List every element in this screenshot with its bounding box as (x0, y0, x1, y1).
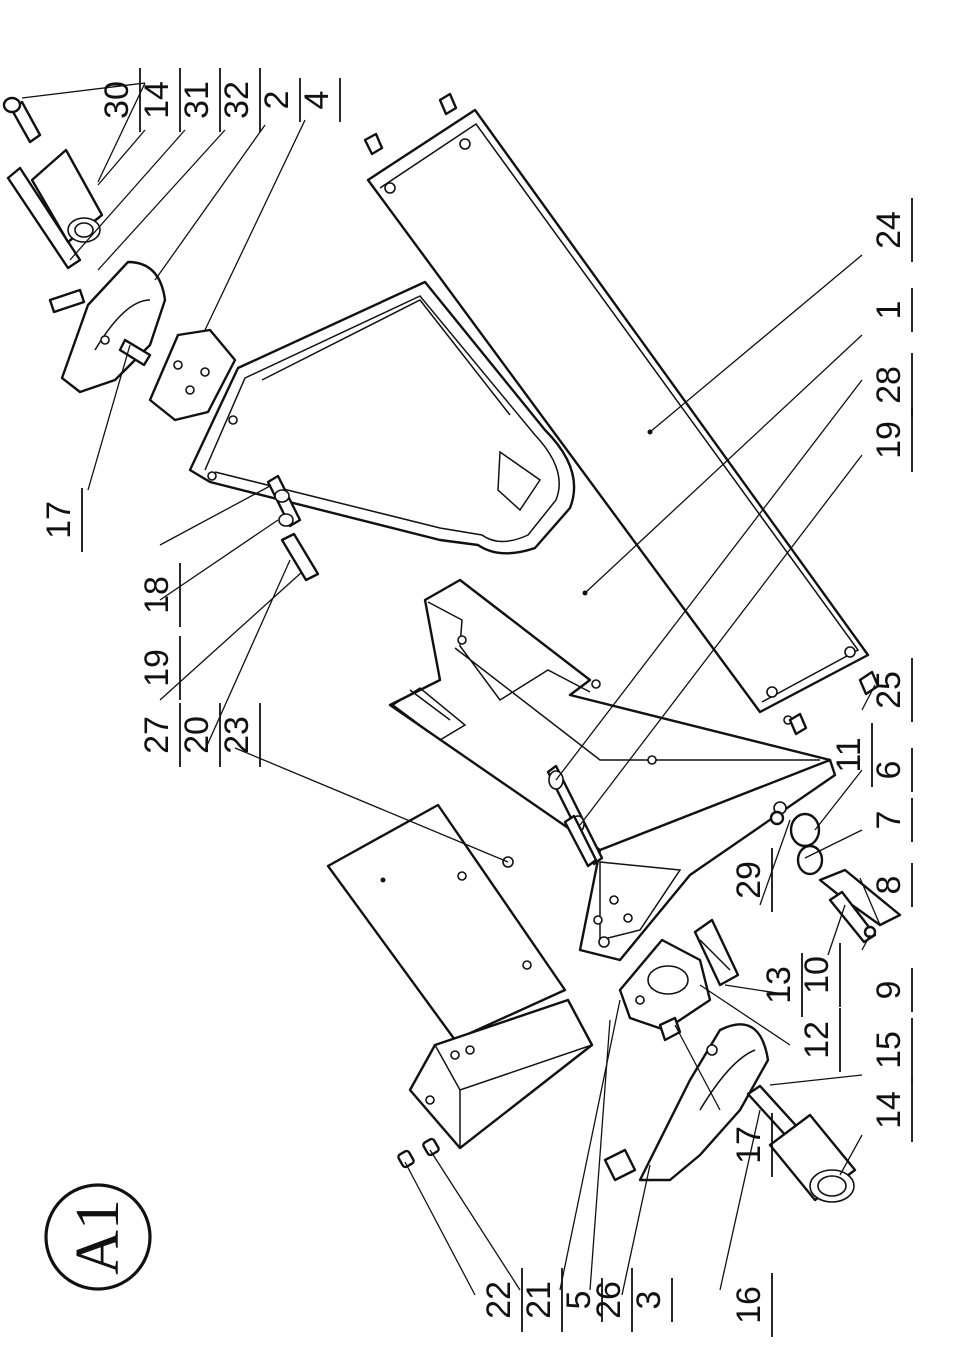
part-5-housing (408, 998, 594, 1150)
callout-10: 10 (798, 956, 836, 994)
callout-17b: 17 (730, 1126, 768, 1164)
callout-7: 7 (870, 811, 908, 830)
part-4-upper-plate (148, 328, 237, 422)
callout-14a: 14 (138, 81, 176, 119)
callout-17a: 17 (40, 501, 78, 539)
callout-13: 13 (760, 966, 798, 1004)
callout-24: 24 (870, 211, 908, 249)
callout-22: 22 (480, 1281, 518, 1319)
part-23-cover (326, 803, 567, 1042)
callout-25: 25 (870, 671, 908, 709)
part-1-front-face (578, 758, 837, 962)
drawing-badge: A1 (44, 1183, 152, 1291)
callout-16: 16 (730, 1286, 768, 1324)
callout-27: 27 (138, 716, 176, 754)
callout-31: 31 (178, 81, 216, 119)
callout-4: 4 (298, 91, 336, 110)
callout-8: 8 (870, 876, 908, 895)
callout-5: 5 (560, 1291, 598, 1310)
callout-15: 15 (870, 1031, 908, 1069)
part-2-upper-arm (60, 260, 167, 394)
callout-11: 11 (830, 737, 868, 772)
callout-6: 6 (870, 761, 908, 780)
callout-18: 18 (138, 576, 176, 614)
callout-30: 30 (98, 81, 136, 119)
callout-23: 23 (218, 716, 256, 754)
callout-14b: 14 (870, 1091, 908, 1129)
badge-text: A1 (64, 1199, 132, 1275)
part-24-top-plate (366, 108, 870, 714)
callout-26: 26 (590, 1281, 628, 1319)
callout-29: 29 (730, 861, 768, 899)
part-4-frame (188, 280, 576, 555)
callout-3: 3 (630, 1291, 668, 1310)
callout-20: 20 (178, 716, 216, 754)
callout-19b: 19 (870, 421, 908, 459)
callout-2: 2 (258, 91, 296, 110)
callout-28: 28 (870, 366, 908, 404)
parts (2, 92, 902, 1203)
callout-32: 32 (218, 81, 256, 119)
callout-21: 21 (520, 1281, 558, 1319)
callout-9: 9 (870, 981, 908, 1000)
callout-1: 1 (870, 301, 908, 320)
callout-19a: 19 (138, 649, 176, 687)
callout-12: 12 (798, 1021, 836, 1059)
